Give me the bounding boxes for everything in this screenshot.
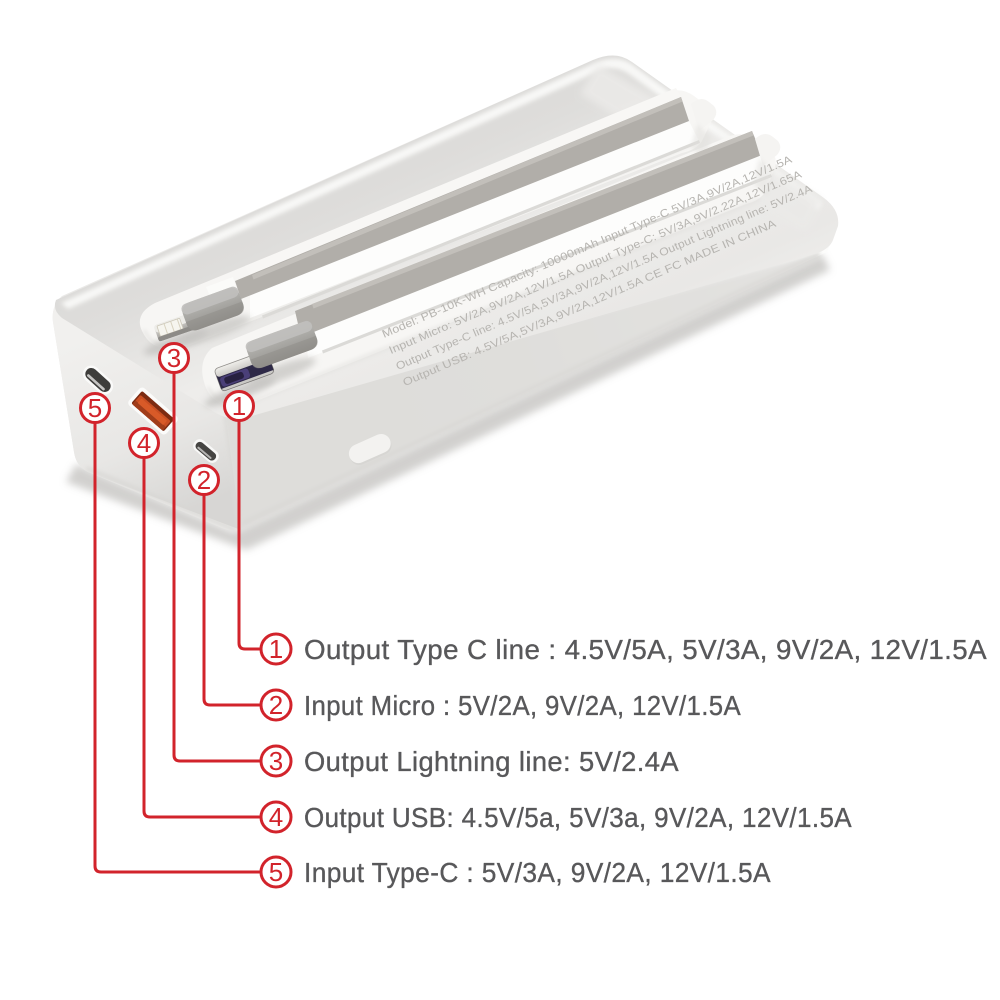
svg-text:Input Micro : 5V/2A, 9V/2A, 12: Input Micro : 5V/2A, 9V/2A, 12V/1.5A — [304, 690, 741, 721]
svg-text:4: 4 — [137, 428, 151, 458]
svg-text:1: 1 — [269, 634, 283, 664]
svg-text:5: 5 — [88, 393, 102, 423]
svg-text:Output USB: 4.5V/5a, 5V/3a, 9V: Output USB: 4.5V/5a, 5V/3a, 9V/2A, 12V/1… — [304, 802, 852, 833]
svg-text:1: 1 — [232, 391, 246, 421]
svg-text:2: 2 — [197, 465, 211, 495]
svg-text:4: 4 — [269, 802, 283, 832]
svg-text:5: 5 — [269, 857, 283, 887]
svg-text:2: 2 — [269, 690, 283, 720]
svg-text:3: 3 — [269, 746, 283, 776]
svg-text:Output Lightning line: 5V/2.4A: Output Lightning line: 5V/2.4A — [304, 746, 679, 777]
svg-text:Input Type-C : 5V/3A, 9V/2A, 1: Input Type-C : 5V/3A, 9V/2A, 12V/1.5A — [304, 857, 771, 888]
svg-text:Output Type C line : 4.5V/5A,: Output Type C line : 4.5V/5A, 5V/3A, 9V/… — [304, 634, 987, 665]
svg-text:3: 3 — [167, 343, 181, 373]
